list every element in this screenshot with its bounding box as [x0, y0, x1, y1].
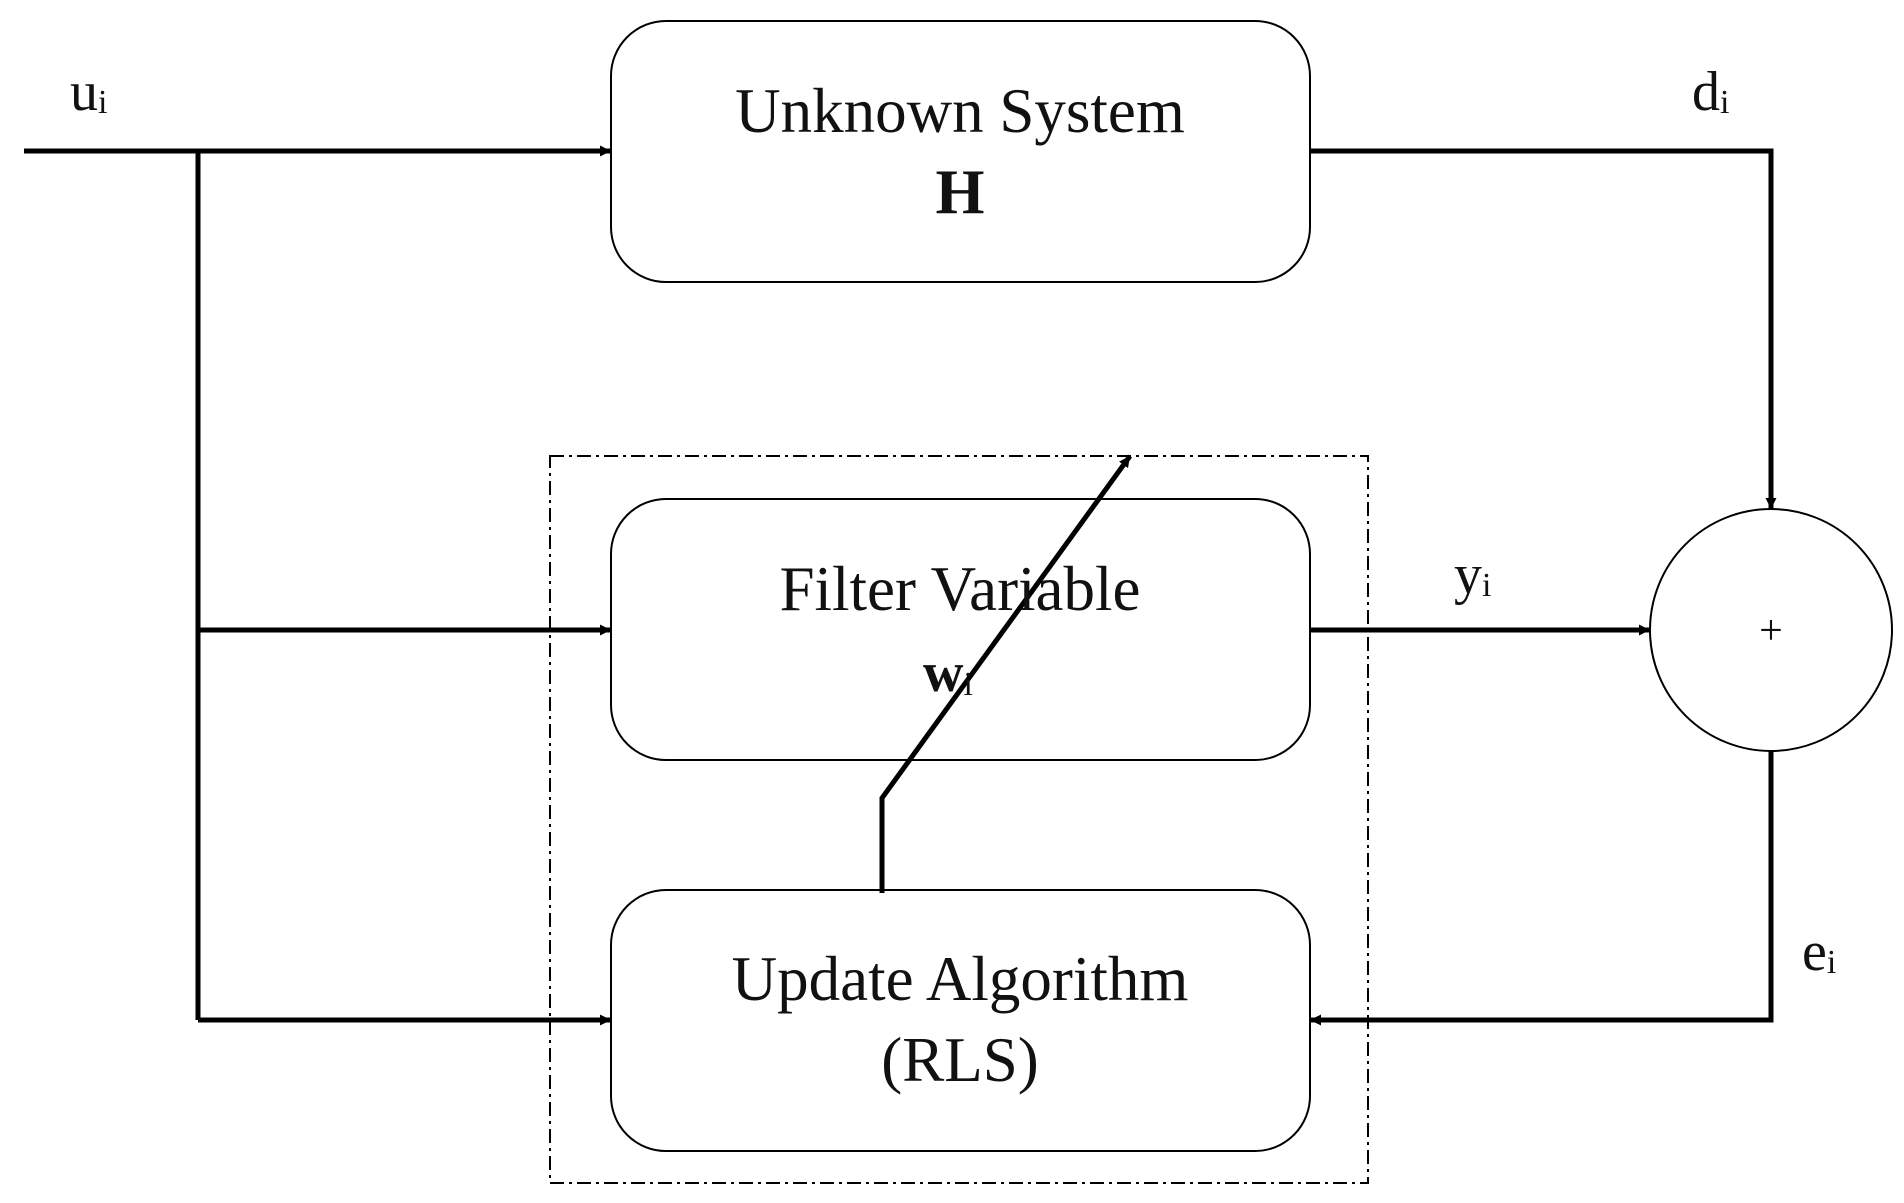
- update-algorithm-method: (RLS): [881, 1025, 1039, 1095]
- update-algorithm-block: [610, 889, 1311, 1152]
- adaptive-filter-region: [549, 455, 1369, 1184]
- filter-weight-label: wi: [923, 642, 973, 704]
- filter-variable-label: Filter Variable: [780, 554, 1141, 624]
- unknown-system-label: Unknown System: [735, 76, 1185, 146]
- unknown-system-block: [610, 20, 1311, 283]
- desired-signal-label: di: [1692, 61, 1729, 123]
- output-signal-label: yi: [1454, 544, 1491, 606]
- error-signal-label: ei: [1802, 921, 1836, 983]
- error-feedback-arrow: [1310, 751, 1774, 1026]
- update-algorithm-label: Update Algorithm: [732, 944, 1189, 1014]
- unknown-system-symbol: H: [935, 157, 984, 227]
- summing-sign: +: [1759, 608, 1783, 654]
- adaptation-arrow: [879, 454, 1133, 893]
- input-signal-label: ui: [70, 61, 107, 123]
- desired-signal-arrow: [1310, 148, 1777, 509]
- filter-variable-block: [610, 498, 1311, 761]
